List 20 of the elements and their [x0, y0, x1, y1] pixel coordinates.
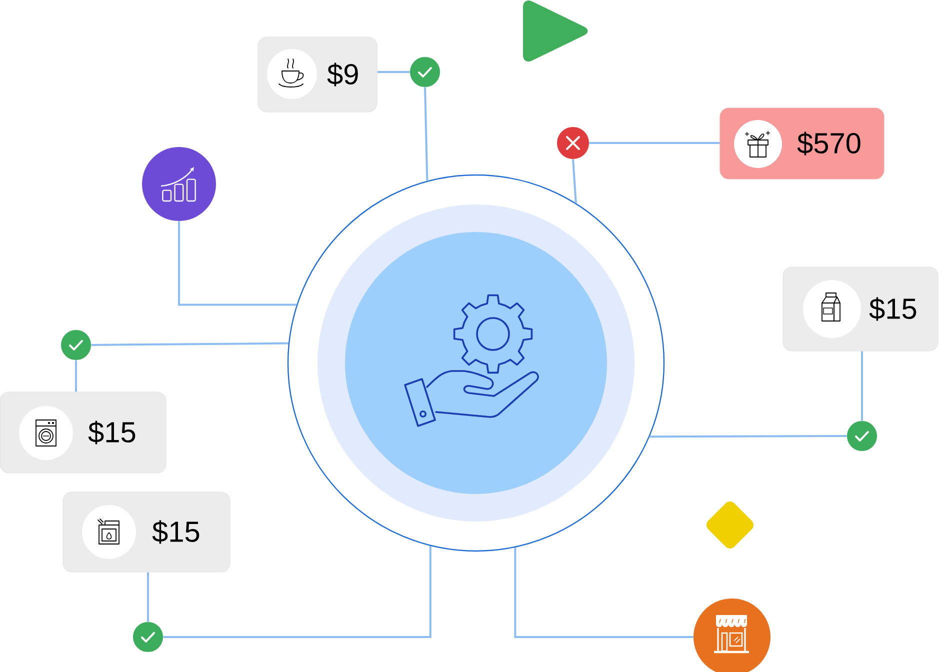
- connector-line: [572, 159, 577, 204]
- connector-line: [424, 87, 428, 181]
- connector-line: [91, 342, 288, 346]
- connector-line: [377, 71, 410, 73]
- growth-chart-icon: [142, 147, 216, 221]
- check-icon: [410, 57, 440, 87]
- check-icon: [133, 622, 163, 652]
- connector-line: [650, 435, 847, 438]
- connector-line: [861, 351, 863, 421]
- store-icon: [694, 598, 770, 672]
- check-icon: [847, 421, 877, 451]
- connector-line: [75, 360, 77, 392]
- connector-line: [147, 572, 149, 622]
- connector-line: [514, 547, 694, 638]
- connector-line: [163, 546, 432, 638]
- connector-line: [178, 221, 297, 306]
- connector-line: [589, 142, 720, 144]
- ring-circle: [287, 174, 665, 552]
- cross-icon: [557, 127, 589, 159]
- check-icon: [61, 330, 91, 360]
